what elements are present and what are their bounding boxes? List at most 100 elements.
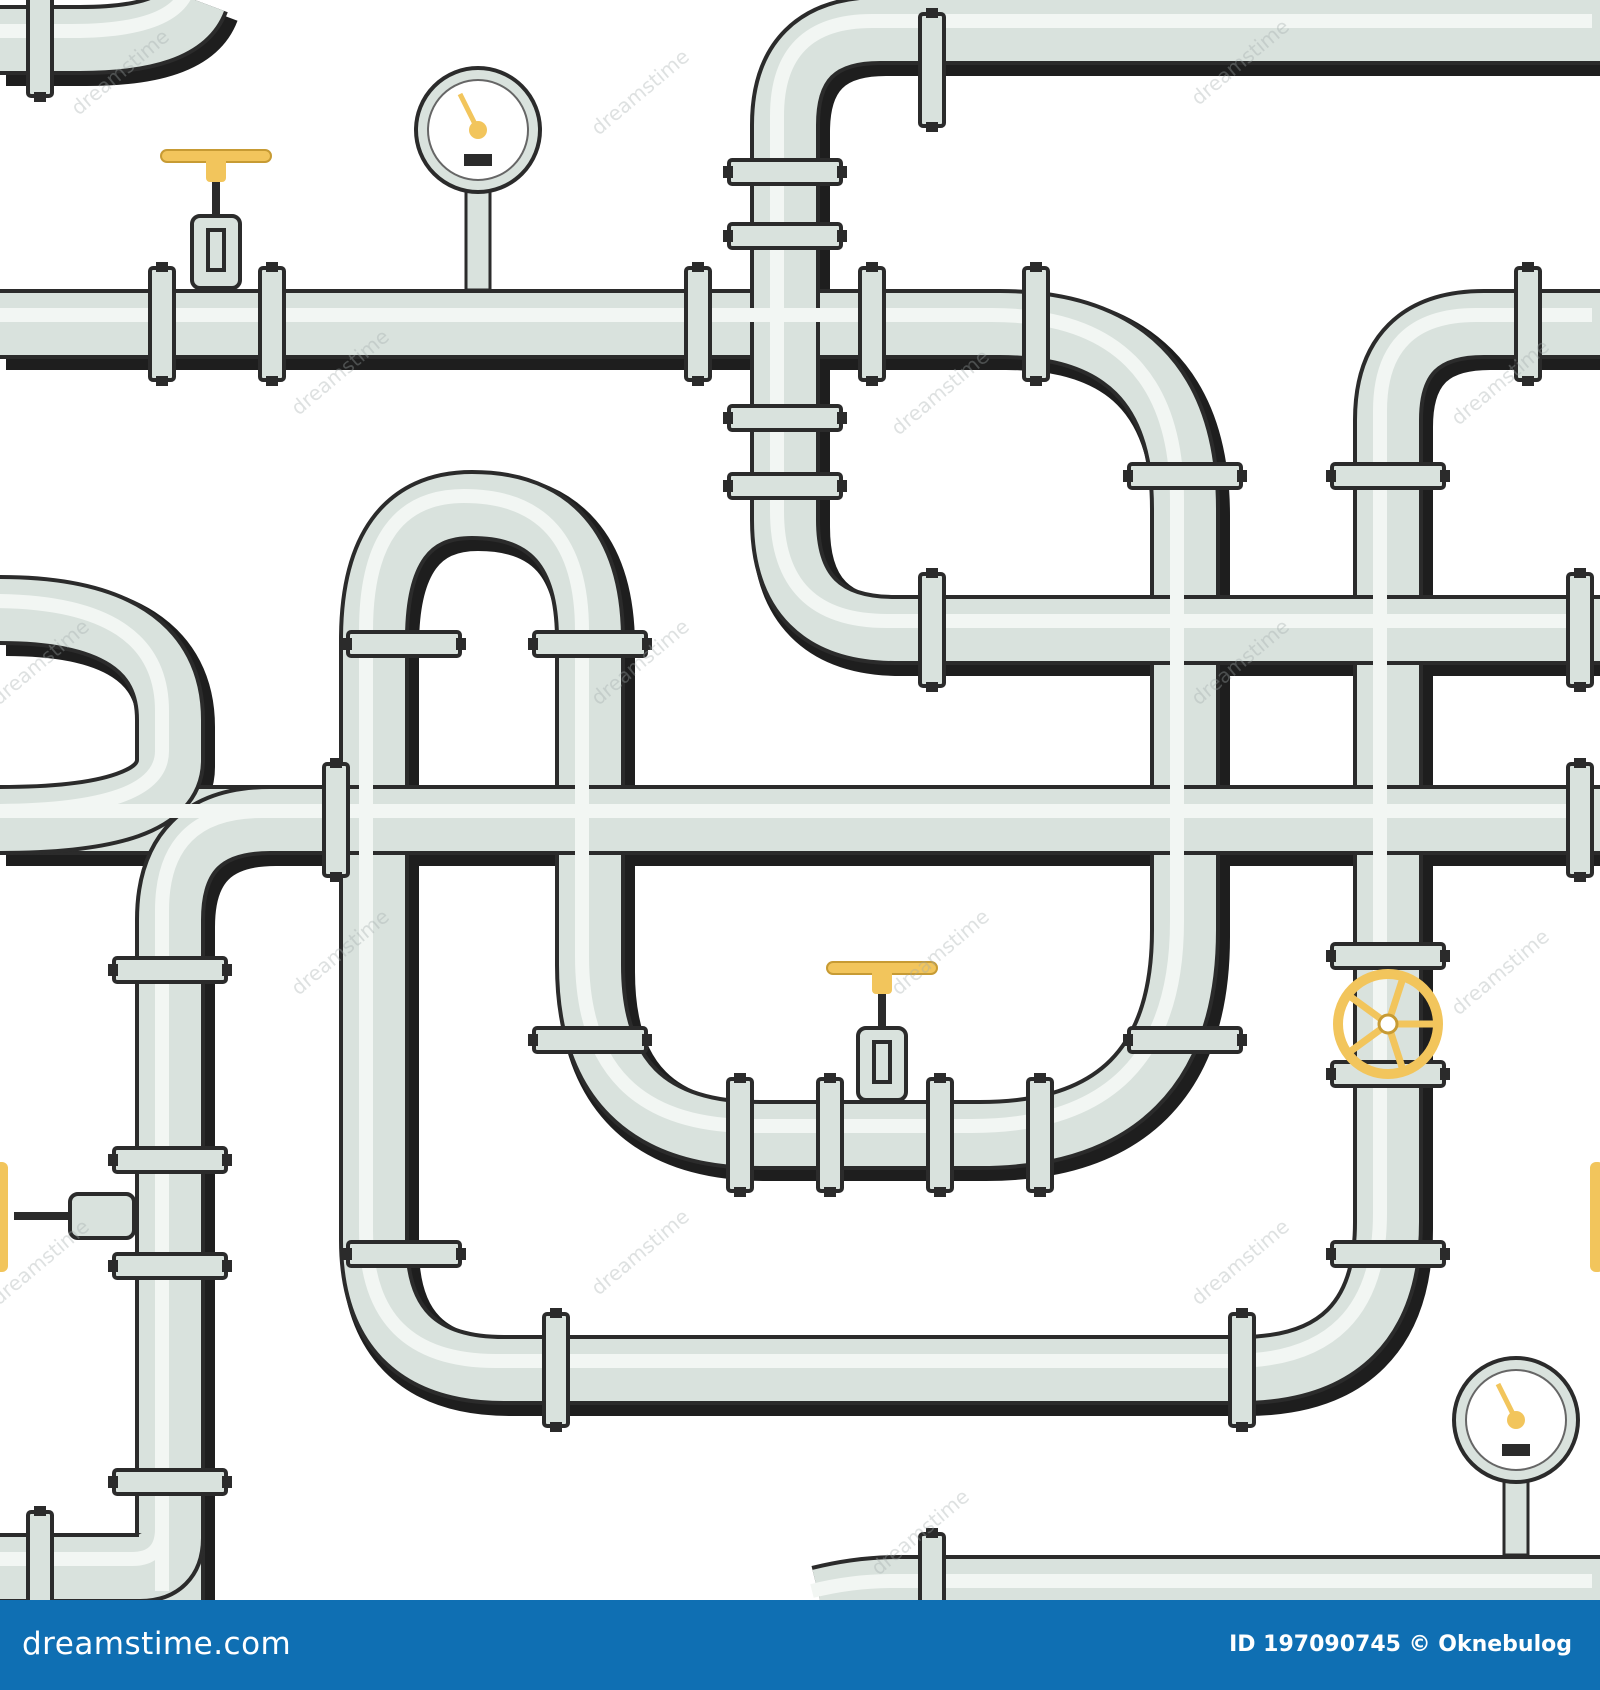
valve-handle (0, 1162, 8, 1272)
flange-bolt (824, 1073, 836, 1083)
flange-bolt (330, 758, 342, 768)
flange-bolt (550, 1422, 562, 1432)
pipe-highlight (155, 804, 263, 1591)
flange-bolt (926, 122, 938, 132)
valve-handle-hub (872, 968, 892, 994)
gauge-hub (469, 121, 487, 139)
pipe-flange (727, 222, 843, 250)
flange-bolt (734, 1073, 746, 1083)
flange-bolt (926, 568, 938, 578)
gauge-stem (1502, 1478, 1530, 1557)
pipe-flange (346, 630, 462, 658)
pipe-flange (1330, 462, 1446, 490)
gauge-stem (464, 188, 492, 292)
flange-bolt (1123, 1034, 1133, 1046)
pipe-flange (684, 266, 712, 382)
flange-bolt (266, 262, 278, 272)
flange-bolt (108, 1260, 118, 1272)
flange-bolt (1326, 950, 1336, 962)
pipe-flange (346, 1240, 462, 1268)
flange-bolt (550, 1308, 562, 1318)
flange-bolt (1236, 1422, 1248, 1432)
flange-bolt (1123, 470, 1133, 482)
pipe-flange (1566, 762, 1594, 878)
flange-bolt (1440, 1068, 1450, 1080)
pipe-flange (1022, 266, 1050, 382)
pipe-flange (532, 1026, 648, 1054)
pipe-flange (26, 1510, 54, 1626)
pipe-highlight (359, 489, 1387, 1368)
pipe-flange (112, 1468, 228, 1496)
flange-bolt (692, 262, 704, 272)
pipe-flange (918, 12, 946, 128)
pipe-flange (1127, 1026, 1243, 1054)
flange-bolt (1522, 376, 1534, 386)
flange-bolt (156, 376, 168, 386)
flange-bolt (723, 480, 733, 492)
flange-bolt (528, 638, 538, 650)
valve-wheel-icon (1333, 969, 1443, 1079)
flange-bolt (692, 376, 704, 386)
flange-bolt (734, 1187, 746, 1197)
pipe-outline (555, 289, 1220, 1170)
flange-bolt (837, 166, 847, 178)
flange-bolt (1237, 470, 1247, 482)
pipe-shadow (557, 292, 1230, 1181)
pipe-flange (26, 0, 54, 98)
flange-bolt (723, 412, 733, 424)
pipe-body (559, 293, 1216, 1166)
gate-valve-icon (190, 214, 242, 290)
flange-bolt (330, 872, 342, 882)
flange-bolt (642, 1034, 652, 1046)
pipe-highlights (0, 0, 1592, 1598)
pipe-flange (727, 404, 843, 432)
valve-handle-hub (206, 156, 226, 182)
pipe-highlight (575, 308, 1184, 1133)
flange-bolt (1034, 1187, 1046, 1197)
pipe-fixtures (0, 66, 1600, 1557)
pipe-flange (727, 158, 843, 186)
pipe-body (0, 0, 225, 71)
flange-bolt (934, 1073, 946, 1083)
pipe-flange (1330, 1240, 1446, 1268)
pipe-flange (322, 762, 350, 878)
flange-bolt (837, 412, 847, 424)
pipe-body (139, 789, 271, 1600)
flange-bolt (1030, 262, 1042, 272)
flange-bolt (266, 376, 278, 386)
pipe-flange (1127, 462, 1243, 490)
flange-bolt (1034, 1073, 1046, 1083)
pipe-body (1357, 293, 1600, 1090)
flange-bolt (1574, 758, 1586, 768)
valve-handle (1590, 1162, 1600, 1272)
flange-bolt (642, 638, 652, 650)
pipe-flange (858, 266, 886, 382)
flange-bolt (1574, 568, 1586, 578)
valve-stem (212, 156, 220, 226)
pipe-highlight (770, 14, 1592, 628)
flange-bolt (723, 166, 733, 178)
footer-bar: dreamstime.com ID 197090745 © Oknebulog (0, 1600, 1600, 1690)
flange-bolt (528, 1034, 538, 1046)
flange-bolt (824, 1187, 836, 1197)
valve-window (206, 228, 226, 272)
valve-stem (878, 968, 886, 1038)
pipe-flange (918, 572, 946, 688)
pipe-flange (112, 1146, 228, 1174)
pipe-highlight (0, 0, 191, 38)
pipe-illustration: dreamstime dreamstime dreamstime dreamst… (0, 0, 1600, 1652)
flange-bolt (222, 964, 232, 976)
pipe-flange (1228, 1312, 1256, 1428)
flange-bolt (108, 1154, 118, 1166)
flange-bolt (342, 638, 352, 650)
flange-bolt (1326, 1248, 1336, 1260)
gauge-display (464, 154, 492, 166)
flange-bolt (1326, 470, 1336, 482)
flange-bolt (866, 262, 878, 272)
pipe-flange (1026, 1077, 1054, 1193)
pipe-flanges (26, 0, 1594, 1652)
flange-bolt (926, 8, 938, 18)
valve-window (872, 1040, 892, 1084)
pipe-flange (726, 1077, 754, 1193)
pipe-highlight (810, 1574, 1592, 1598)
